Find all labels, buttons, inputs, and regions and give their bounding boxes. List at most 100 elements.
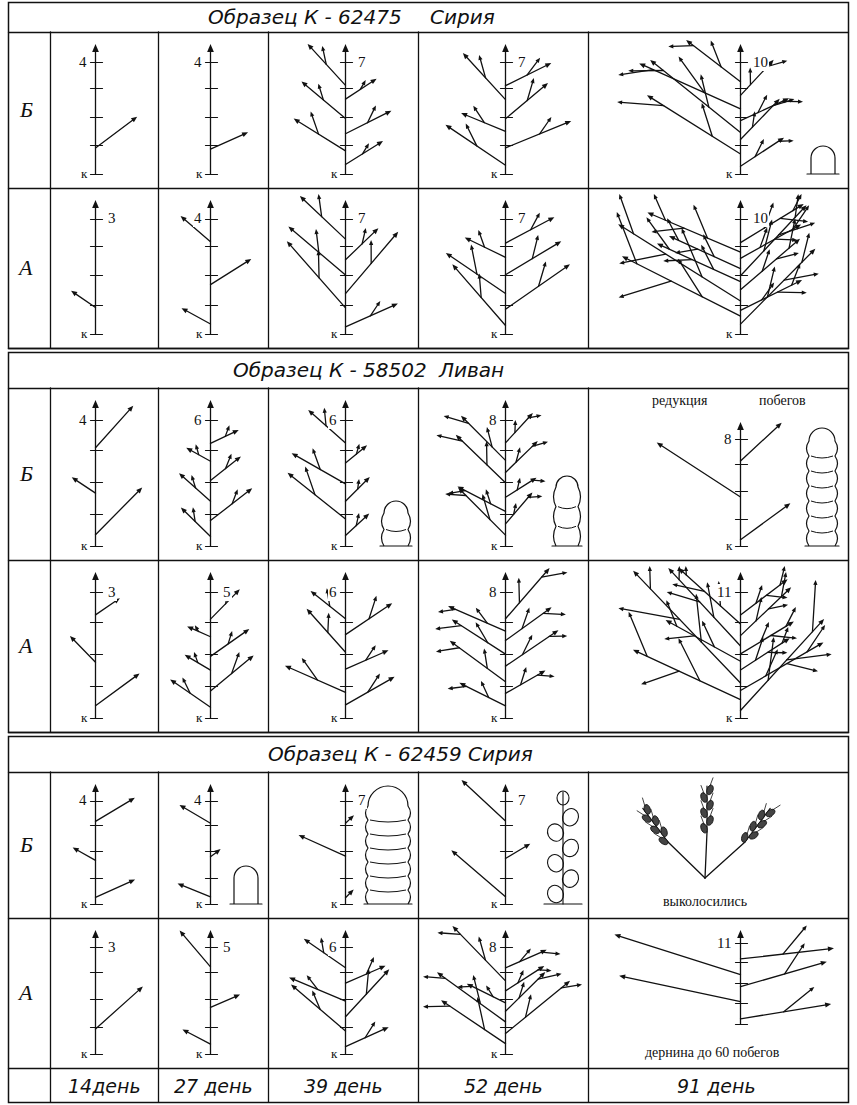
side-shoot-arrow: [314, 452, 320, 469]
side-shoot-arrow: [537, 675, 550, 676]
side-shoot-arrow: [449, 494, 466, 495]
arrow-head: [737, 572, 744, 580]
arrow-head: [544, 568, 550, 574]
node-tick: [91, 878, 103, 879]
arrow-head: [759, 585, 763, 590]
arrow-head: [423, 1005, 428, 1009]
tiller-arrow: [459, 438, 505, 482]
arrow-head: [619, 975, 625, 980]
arrow-head: [772, 266, 776, 271]
grid-line: [9, 772, 849, 773]
arrow-head: [356, 479, 360, 484]
base-mark: к: [195, 326, 203, 342]
arrow-head: [299, 835, 306, 840]
arrow-head: [232, 430, 239, 435]
side-shoot-arrow: [669, 222, 679, 241]
arrow-head: [482, 494, 486, 499]
arrow-head: [236, 652, 240, 657]
node-tick: [206, 878, 218, 879]
main-shoot: [505, 791, 506, 904]
base-mark: к: [330, 896, 338, 912]
node-tick: [341, 62, 353, 63]
arrow-head: [664, 636, 669, 640]
arrow-head: [370, 79, 376, 84]
spikelet: [560, 837, 582, 860]
arrow-head: [444, 415, 449, 419]
stage-number: 7: [517, 792, 527, 809]
tiller-arrow: [506, 86, 545, 118]
side-shoot-arrow: [622, 281, 671, 296]
stage-number: 7: [517, 54, 527, 71]
tiller-arrow: [741, 949, 829, 959]
stage-number: 8: [488, 412, 498, 429]
side-shoot-arrow: [527, 61, 538, 75]
node-tick: [206, 62, 218, 63]
arrow-head: [798, 100, 803, 104]
arrow-head: [363, 514, 369, 520]
tiller-arrow: [465, 783, 505, 821]
side-shoot-arrow: [478, 611, 487, 623]
main-shoot: [505, 407, 506, 546]
note: побегов: [758, 393, 807, 409]
main-shoot: [210, 579, 211, 718]
tiller-arrow: [96, 990, 140, 1029]
day-label: 39 день: [303, 1075, 384, 1097]
side-shoot-arrow: [486, 445, 488, 465]
tiller-arrow: [346, 968, 381, 983]
base-mark: к: [195, 1046, 203, 1062]
arrow-head: [502, 930, 509, 938]
awn: [756, 815, 758, 823]
main-shoot: [740, 207, 741, 334]
node-tick: [341, 878, 353, 879]
stage-number: 10: [752, 210, 769, 227]
side-shoot-arrow: [695, 208, 707, 238]
side-shoot-arrow: [439, 626, 461, 629]
tiller-arrow: [186, 311, 211, 324]
base-mark: к: [80, 896, 88, 912]
node-tick: [206, 420, 218, 421]
spike-base: [807, 173, 839, 174]
main-shoot: [505, 51, 506, 174]
arrow-head: [809, 987, 814, 992]
node-tick: [341, 592, 353, 593]
arrow-head: [622, 256, 628, 261]
tiller-arrow: [211, 632, 246, 656]
arrow-head: [737, 422, 744, 430]
arrow-head: [342, 784, 349, 792]
tiller-arrow: [73, 640, 95, 663]
side-shoot-arrow: [756, 601, 761, 621]
arrow-head: [546, 968, 551, 972]
side-shoot-arrow: [368, 677, 378, 692]
growth-cone: [234, 866, 258, 904]
arrow-head: [364, 477, 370, 483]
side-shoot-arrow: [793, 198, 800, 211]
arrow-head: [545, 607, 551, 613]
node-tick: [91, 482, 103, 483]
tiller-arrow: [311, 48, 346, 86]
arrow-head: [700, 74, 704, 79]
grid-line: [158, 32, 159, 348]
arrow-head: [170, 679, 176, 684]
side-shoot-arrow: [517, 482, 519, 490]
arrow-head: [92, 930, 99, 938]
arrow-head: [207, 930, 214, 938]
arrow-head: [317, 194, 321, 199]
arrow-head: [288, 473, 294, 479]
arrow-head: [647, 95, 653, 100]
arrow-head: [536, 213, 540, 218]
arrow-head: [547, 117, 552, 122]
main-shoot: [345, 407, 346, 546]
arrow-head: [234, 589, 240, 595]
stage-number: 11: [716, 584, 732, 601]
arrow-head: [828, 946, 834, 951]
side-shoot-arrow: [676, 585, 704, 591]
tiller-arrow: [346, 517, 366, 536]
spikelet: [557, 791, 569, 805]
side-shoot-arrow: [539, 265, 545, 286]
tiller-arrow: [466, 115, 506, 131]
grid-line: [9, 32, 849, 33]
arrow-head: [435, 626, 440, 630]
grid-line: [418, 32, 419, 348]
arrow-head: [450, 641, 456, 647]
arrow-head: [549, 674, 554, 678]
